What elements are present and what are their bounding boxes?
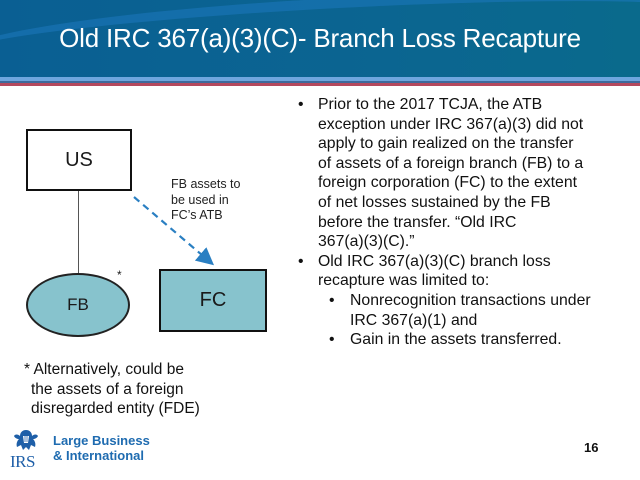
bullet-line: before the transfer. “Old IRC <box>318 213 517 231</box>
irs-wordmark: IRS <box>10 452 35 471</box>
page-number: 16 <box>584 440 599 455</box>
footnote-line: the assets of a foreign <box>31 380 184 398</box>
bullet-line: of net losses sustained by the FB <box>318 193 551 211</box>
arrow-label-line: FB assets to <box>171 177 241 191</box>
slide-title: Old IRC 367(a)(3)(C)- Branch Loss Recapt… <box>59 23 581 53</box>
header-stripe-blue <box>0 77 640 81</box>
bullet-line: Old IRC 367(a)(3)(C) branch loss <box>318 252 551 270</box>
us-label: US <box>65 148 93 171</box>
fb-asterisk: * <box>117 268 122 282</box>
bullet-line: Gain in the assets transferred. <box>350 331 562 349</box>
irs-eagle-icon <box>14 430 38 450</box>
bullet-line: apply to gain realized on the transfer <box>318 135 574 153</box>
bullet-dot: • <box>298 252 304 270</box>
sub-bullet-item: • Gain in the assets transferred. <box>296 330 631 350</box>
bullet-line: exception under IRC 367(a)(3) did not <box>318 115 584 133</box>
bullet-item: • Old IRC 367(a)(3)(C) branch loss recap… <box>296 252 631 291</box>
bullet-line: IRC 367(a)(1) and <box>350 311 478 329</box>
arrow-label-line: FC’s ATB <box>171 208 223 222</box>
fc-entity-box: FC <box>159 269 267 332</box>
fc-label: FC <box>199 289 227 311</box>
bullet-item: • Prior to the 2017 TCJA, the ATB except… <box>296 95 631 252</box>
fb-entity-ellipse: FB <box>26 273 130 337</box>
bullet-dot: • <box>298 96 304 113</box>
footnote-line: * Alternatively, could be <box>24 361 184 378</box>
footnote: * Alternatively, could be the assets of … <box>24 360 200 419</box>
sub-bullet-item: • Nonrecognition transactions under IRC … <box>296 291 631 330</box>
irs-lbi-logo: IRS Large Business & International <box>10 428 160 471</box>
fb-label: FB <box>67 295 89 314</box>
bullet-list: • Prior to the 2017 TCJA, the ATB except… <box>296 95 631 350</box>
bullet-dot: • <box>329 291 335 309</box>
bullet-dot: • <box>329 331 335 349</box>
slide-header: Old IRC 367(a)(3)(C)- Branch Loss Recapt… <box>0 0 640 77</box>
transfer-arrow <box>133 196 215 266</box>
bullet-line: 367(a)(3)(C).” <box>318 233 415 251</box>
lbi-division-name: Large Business & International <box>53 433 150 463</box>
bullet-line: Prior to the 2017 TCJA, the ATB <box>318 96 543 113</box>
bullet-line: of assets of a foreign branch (FB) to a <box>318 154 584 172</box>
header-stripe-dark <box>0 81 640 83</box>
arrow-label-line: be used in <box>171 192 229 207</box>
bullet-line: foreign corporation (FC) to the extent <box>318 174 578 192</box>
us-fb-connector <box>78 191 79 273</box>
bullet-line: recapture was limited to: <box>318 272 490 290</box>
us-entity-box: US <box>26 129 132 191</box>
division-line: Large Business <box>53 433 150 448</box>
bullet-line: Nonrecognition transactions under <box>350 291 591 309</box>
footnote-line: disregarded entity (FDE) <box>31 400 200 418</box>
division-line: & International <box>53 448 145 463</box>
arrow-label: FB assets to be used in FC’s ATB <box>171 177 240 224</box>
header-stripe-red <box>0 83 640 86</box>
